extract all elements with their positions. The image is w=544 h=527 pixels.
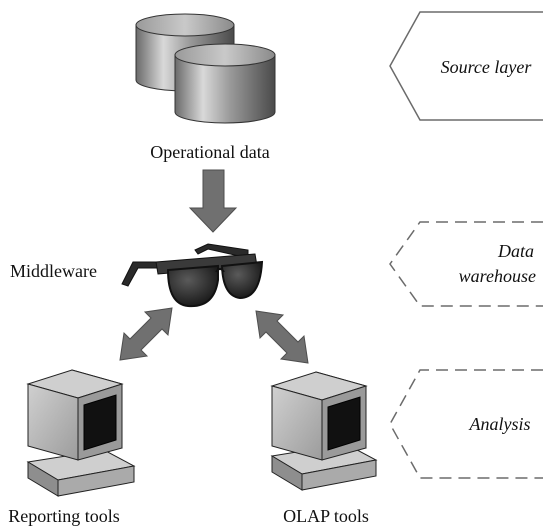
layer-label-analysis: Analysis bbox=[469, 414, 531, 434]
sunglasses-icon bbox=[121, 243, 264, 308]
arrow-operational-to-middleware bbox=[188, 169, 238, 233]
middleware-label: Middleware bbox=[10, 261, 97, 281]
computer-terminal-icon bbox=[26, 369, 136, 497]
operational-data-label: Operational data bbox=[150, 142, 269, 162]
cylinder-front bbox=[174, 43, 276, 124]
computer-terminal-icon bbox=[270, 371, 378, 491]
arrow-middleware-olap bbox=[255, 310, 309, 364]
layer-tag-data-warehouse: Data warehouse bbox=[389, 221, 543, 307]
database-cylinders-icon bbox=[135, 13, 276, 124]
layer-label-data-warehouse-line2: warehouse bbox=[459, 266, 536, 286]
layer-label-source: Source layer bbox=[441, 57, 533, 77]
layer-tag-analysis: Analysis bbox=[389, 369, 543, 479]
reporting-tools-label: Reporting tools bbox=[8, 506, 120, 526]
olap-tools-label: OLAP tools bbox=[283, 506, 369, 526]
layer-label-data-warehouse-line1: Data bbox=[497, 241, 534, 261]
layer-tag-source: Source layer bbox=[389, 11, 543, 121]
arrow-middleware-reporting bbox=[119, 307, 173, 361]
